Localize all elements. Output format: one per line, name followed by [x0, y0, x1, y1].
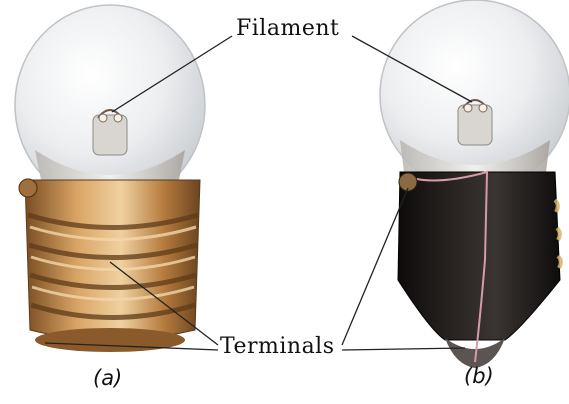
label-filament: Filament: [236, 16, 339, 41]
caption-a: (a): [93, 366, 122, 390]
caption-b: (b): [464, 364, 494, 388]
label-terminals: Terminals: [220, 334, 335, 359]
bulb-b-icon: [380, 0, 569, 368]
leader-terminal-b-bottom: [342, 348, 465, 350]
bulb-a-icon: [15, 5, 205, 352]
